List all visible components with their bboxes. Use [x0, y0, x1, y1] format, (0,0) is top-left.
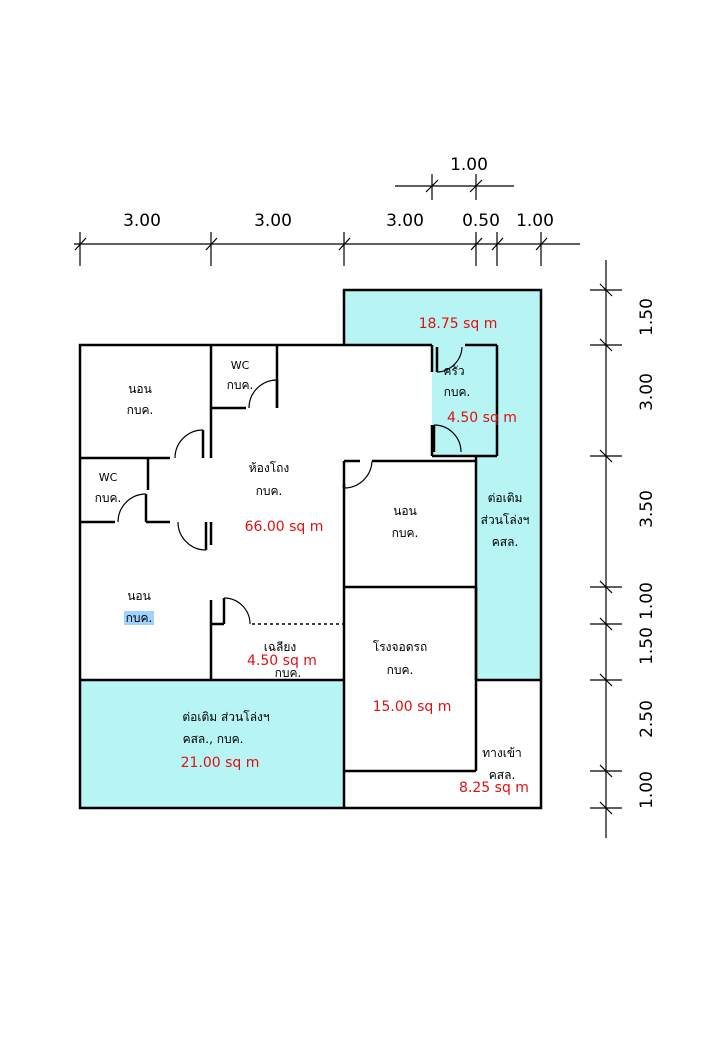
- top-extension-area: [344, 290, 541, 680]
- right-extension-line1: ต่อเติม: [488, 491, 523, 505]
- dim-top-upper: 1.00: [450, 155, 488, 175]
- kitchen-code: กบค.: [444, 385, 471, 399]
- top-extension-area-label: 18.75 sq m: [419, 316, 498, 332]
- dim-top-2: 3.00: [254, 211, 292, 231]
- door-wc-left[interactable]: [117, 493, 148, 523]
- wc-left-code: กบค.: [95, 491, 122, 505]
- door-bedroom-tl[interactable]: [174, 429, 205, 459]
- dim-right-4: 1.00: [637, 582, 657, 620]
- bottom-extension-code: คสล., กบค.: [183, 732, 244, 746]
- living-area: 66.00 sq m: [245, 519, 324, 535]
- doors: [117, 346, 463, 625]
- porch-code: กบค.: [275, 666, 302, 680]
- dim-right-2: 3.00: [637, 373, 657, 411]
- top-dimensions: 1.00 3.00 3.00 3.00 0.50 1.00: [74, 155, 580, 266]
- door-kitchen-bottom[interactable]: [432, 424, 462, 453]
- right-extension-code: คสล.: [492, 535, 519, 549]
- dim-top-5: 1.00: [516, 211, 554, 231]
- dim-top-3: 3.00: [386, 211, 424, 231]
- bedroom-bl-name: นอน: [127, 589, 151, 603]
- bottom-extension-name: ต่อเติม ส่วนโล่งฯ: [182, 710, 269, 724]
- door-wc-top[interactable]: [248, 379, 279, 409]
- bedroom-tl-code: กบค.: [127, 403, 154, 417]
- living-code: กบค.: [256, 484, 283, 498]
- bedroom-r-name: นอน: [393, 504, 417, 518]
- dim-right-1: 1.50: [637, 298, 657, 336]
- bedroom-r-code: กบค.: [392, 526, 419, 540]
- right-dimensions: 1.50 3.00 3.50 1.00 1.50 2.50 1.00: [590, 260, 657, 838]
- bottom-extension-area: 21.00 sq m: [181, 755, 260, 771]
- dim-right-6: 2.50: [637, 700, 657, 738]
- entrance-name: ทางเข้า: [482, 746, 522, 760]
- dim-top-4: 0.50: [462, 211, 500, 231]
- garage-area: 15.00 sq m: [373, 699, 452, 715]
- wc-top-code: กบค.: [227, 378, 254, 392]
- kitchen-area: 4.50 sq m: [447, 410, 517, 426]
- wc-left-name: WC: [99, 471, 118, 484]
- porch-area: 4.50 sq m: [247, 653, 317, 669]
- bedroom-bl-code-highlight: [124, 611, 154, 625]
- dim-top-1: 3.00: [123, 211, 161, 231]
- wc-top-name: WC: [231, 359, 250, 372]
- kitchen-name: ครัว: [443, 364, 464, 378]
- dim-right-7: 1.00: [637, 771, 657, 809]
- walls: [78, 288, 543, 810]
- door-porch[interactable]: [222, 597, 251, 625]
- entrance-code: คสล.: [489, 768, 516, 782]
- bottom-extension-area: [80, 680, 344, 808]
- right-extension-line2: ส่วนโล่งฯ: [481, 513, 530, 527]
- bedroom-tl-name: นอน: [128, 382, 152, 396]
- door-kitchen-top[interactable]: [435, 346, 463, 373]
- door-bedroom-r[interactable]: [342, 460, 373, 489]
- door-bedroom-bl[interactable]: [177, 521, 208, 551]
- room-labels: 18.75 sq m นอน กบค. WC กบค. ครัว กบค. 4.…: [95, 316, 530, 796]
- dim-right-3: 3.50: [637, 490, 657, 528]
- porch-name: เฉลียง: [264, 640, 297, 654]
- dim-right-5: 1.50: [637, 627, 657, 665]
- extension-areas: [80, 290, 541, 808]
- living-name: ห้องโถง: [249, 461, 290, 475]
- garage-name: โรงจอดรถ: [373, 640, 428, 654]
- entrance-area: 8.25 sq m: [459, 780, 529, 796]
- bedroom-bl-code: กบค.: [126, 611, 153, 625]
- outer-wall: [78, 288, 543, 810]
- garage-code: กบค.: [387, 663, 414, 677]
